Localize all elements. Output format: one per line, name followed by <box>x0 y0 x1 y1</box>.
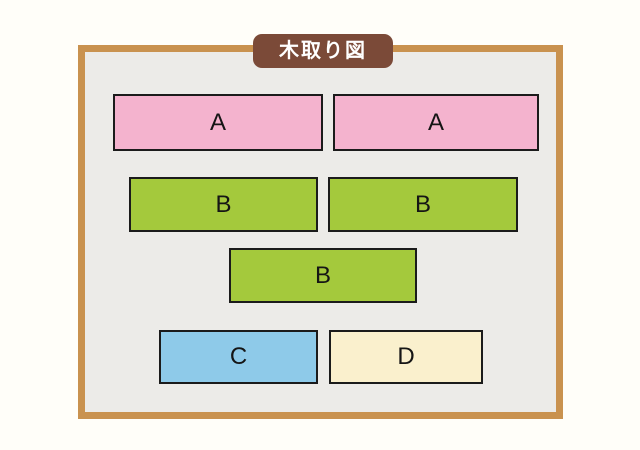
piece-B: B <box>328 177 518 232</box>
diagram-title-badge: 木取り図 <box>253 34 393 68</box>
piece-A: A <box>333 94 539 151</box>
piece-C: C <box>159 330 318 384</box>
piece-A: A <box>113 94 323 151</box>
piece-B: B <box>229 248 417 303</box>
piece-label: B <box>314 261 331 289</box>
piece-label: A <box>209 108 226 136</box>
piece-label: B <box>414 190 431 218</box>
piece-D: D <box>329 330 483 384</box>
piece-label: D <box>397 343 415 370</box>
diagram-title: 木取り図 <box>279 40 367 62</box>
piece-B: B <box>129 177 318 232</box>
piece-label: C <box>229 343 248 370</box>
piece-label: A <box>427 108 444 136</box>
piece-label: B <box>215 190 232 218</box>
